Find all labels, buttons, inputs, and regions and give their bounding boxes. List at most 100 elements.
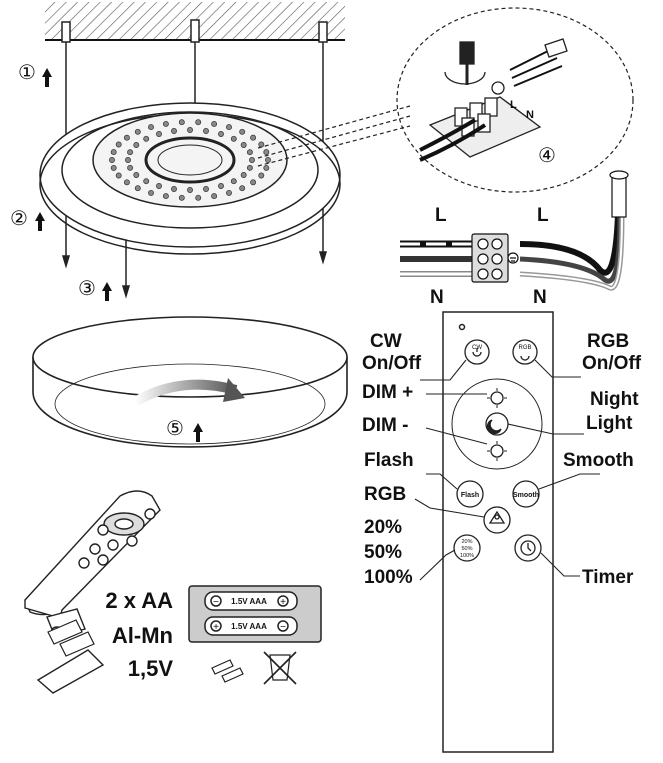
remote-buttons: CW RGB Flash Smooth xyxy=(453,339,542,562)
led-chip xyxy=(230,178,237,185)
battery-holder: − + + − 1.5V AAA 1.5V AAA xyxy=(188,585,322,643)
led-chip xyxy=(187,187,193,193)
smooth-button[interactable]: Smooth xyxy=(512,480,540,508)
led-chip xyxy=(218,131,224,137)
led-chip xyxy=(171,186,177,192)
svg-text:−: − xyxy=(213,597,219,608)
led-chip xyxy=(171,128,177,134)
dim-plus-button[interactable] xyxy=(487,388,507,408)
label-flash: Flash xyxy=(364,450,414,471)
led-chip xyxy=(143,135,150,142)
cw-button-label: CW xyxy=(472,345,482,351)
large-remote xyxy=(442,311,554,753)
led-chip xyxy=(258,172,265,179)
battery-count: 2 x AA xyxy=(105,588,173,613)
label-timer: Timer xyxy=(582,567,634,588)
label-50-percent: 50% xyxy=(364,542,403,563)
led-chip xyxy=(239,128,246,135)
step-5-label: ⑤ xyxy=(166,416,184,440)
label-cw: CW xyxy=(370,331,402,352)
led-chip xyxy=(226,189,232,196)
cell-2-label: 1.5V AAA xyxy=(231,622,267,631)
led-chip xyxy=(263,149,270,156)
callout-lines xyxy=(414,359,600,581)
dim-minus-button[interactable] xyxy=(487,441,507,461)
smooth-button-label: Smooth xyxy=(513,492,539,499)
led-chip xyxy=(134,185,141,192)
led-chip xyxy=(123,179,130,186)
wire-n-left: N xyxy=(430,287,444,308)
led-chip xyxy=(263,164,270,171)
led-chip xyxy=(246,164,253,171)
loose-batteries xyxy=(47,619,244,683)
label-dim-minus: DIM - xyxy=(362,415,409,436)
led-chip xyxy=(115,172,122,179)
timer-button[interactable] xyxy=(514,534,542,562)
led-chip xyxy=(195,194,202,201)
led-chip xyxy=(239,185,246,192)
led-chip xyxy=(246,149,253,156)
led-chip xyxy=(226,124,232,131)
led-chip xyxy=(187,127,193,133)
lamp-cover xyxy=(32,316,348,448)
wire-l-right: L xyxy=(537,205,549,226)
rgb-onoff-button[interactable]: RGB xyxy=(512,339,538,365)
led-chip xyxy=(134,128,141,135)
label-rgb-onoff: On/Off xyxy=(582,353,642,374)
led-chip xyxy=(178,194,185,201)
led-chip xyxy=(240,172,247,178)
led-chip xyxy=(156,131,162,137)
led-chip xyxy=(110,164,117,171)
step-4-label: ④ xyxy=(538,143,556,167)
cw-onoff-button[interactable]: CW xyxy=(464,339,490,365)
label-20-percent: 20% xyxy=(364,517,403,538)
flash-button-label: Flash xyxy=(461,492,479,499)
step-arrows xyxy=(35,68,203,442)
base-plate xyxy=(39,102,341,255)
svg-text:+: + xyxy=(280,597,286,608)
led-chip xyxy=(162,120,169,127)
svg-text:+: + xyxy=(213,622,219,633)
wiring-block xyxy=(400,170,629,291)
led-chip xyxy=(127,149,134,156)
night-light-button[interactable] xyxy=(485,412,509,436)
preset-100-label: 100% xyxy=(460,553,474,559)
led-chip xyxy=(109,157,115,163)
step-1-label: ① xyxy=(18,60,36,84)
led-ring xyxy=(109,119,271,201)
label-cw-onoff: On/Off xyxy=(362,353,422,374)
led-chip xyxy=(127,164,134,171)
led-chip xyxy=(265,157,271,163)
step-2-label: ② xyxy=(10,206,28,230)
rgb-mode-button[interactable] xyxy=(483,506,511,534)
led-chip xyxy=(203,186,209,192)
led-chip xyxy=(148,189,154,196)
led-chip xyxy=(195,119,202,126)
label-dim-plus: DIM + xyxy=(362,382,414,403)
led-chip xyxy=(240,142,247,148)
led-chip xyxy=(250,179,257,186)
rgb-button-label: RGB xyxy=(518,345,531,351)
label-smooth: Smooth xyxy=(563,450,634,471)
terminal-zoom xyxy=(419,38,568,162)
flash-button[interactable]: Flash xyxy=(456,480,484,508)
brightness-preset-button[interactable]: 20% 50% 100% xyxy=(453,534,481,562)
led-chip xyxy=(115,141,122,148)
no-battery-disposal-icon xyxy=(263,651,297,685)
led-chip xyxy=(156,183,162,189)
led-chip xyxy=(123,134,130,141)
led-chip xyxy=(218,183,224,189)
step-3-label: ③ xyxy=(78,276,96,300)
label-night: Night xyxy=(590,389,639,410)
led-chip xyxy=(249,157,255,163)
terminal-conn-l: L xyxy=(510,99,517,111)
led-chip xyxy=(162,193,169,200)
preset-50-label: 50% xyxy=(461,546,472,552)
led-chip xyxy=(203,128,209,134)
led-chip xyxy=(125,157,131,163)
led-chip xyxy=(133,142,140,148)
led-chip xyxy=(258,141,265,148)
battery-type: Al-Mn xyxy=(111,623,173,648)
